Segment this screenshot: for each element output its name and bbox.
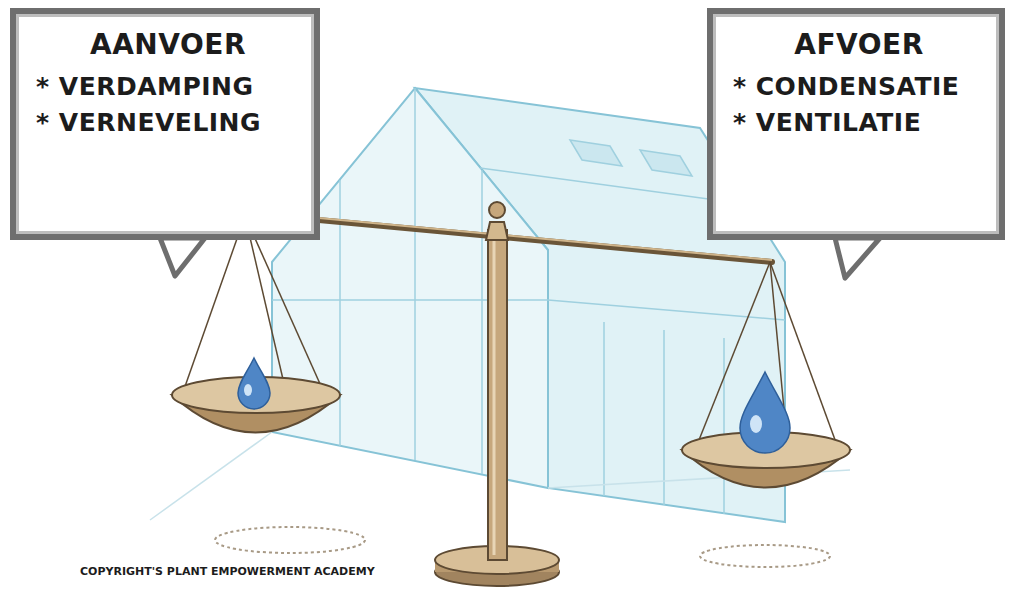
drop-highlight (244, 384, 252, 396)
drop-highlight (750, 415, 762, 433)
callout-item: * VERNEVELING (36, 105, 300, 141)
bubble-tail (835, 238, 880, 278)
copyright-note: COPYRIGHT'S PLANT EMPOWERMENT ACADEMY (80, 565, 375, 578)
callout-item: * VENTILATIE (733, 105, 985, 141)
balance-scale (172, 202, 850, 586)
callout-item: * VERDAMPING (36, 69, 300, 105)
shadow (700, 545, 830, 567)
water-drop (740, 372, 790, 453)
bubble-tail (160, 238, 205, 276)
water-drop (238, 358, 270, 409)
callout-heading: AANVOER (36, 28, 300, 61)
callout-box: AANVOER * VERDAMPING* VERNEVELING (10, 8, 320, 240)
callout-box: AFVOER * CONDENSATIE* VENTILATIE (707, 8, 1005, 240)
callout-heading: AFVOER (733, 28, 985, 61)
callout-item: * CONDENSATIE (733, 69, 985, 105)
shadow (215, 527, 365, 553)
